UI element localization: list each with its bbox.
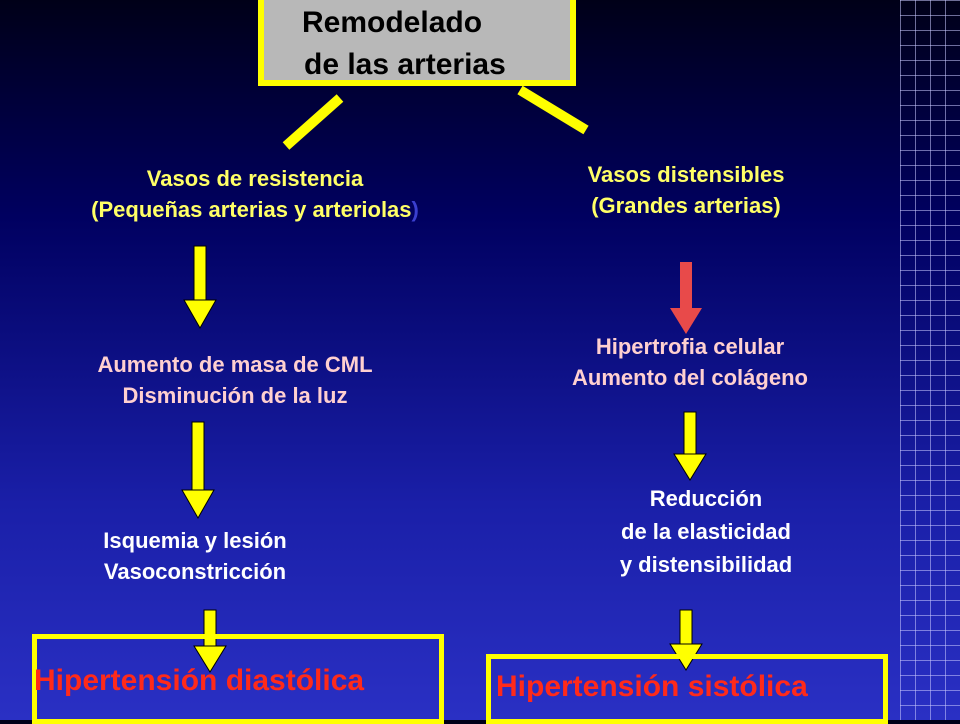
- right-step-1: Hipertrofia celular Aumento del colágeno: [500, 332, 880, 394]
- title-line-1: Remodelado: [302, 6, 483, 39]
- right-header-line-2: (Grandes arterias): [591, 192, 781, 218]
- connector-right: [517, 85, 589, 135]
- grid-decoration: [900, 0, 960, 720]
- left-result: Hipertensión diastólica: [34, 664, 365, 697]
- right-step-2-line-2: de la elasticidad: [621, 519, 791, 544]
- right-step-1-line-2: Aumento del colágeno: [572, 364, 808, 390]
- left-step-1-line-2: Disminución de la luz: [122, 382, 348, 408]
- left-step-2: Isquemia y lesión Vasoconstricción: [0, 526, 390, 588]
- right-step-2: Reducción de la elasticidad y distensibi…: [556, 482, 856, 581]
- left-header-line-1: Vasos de resistencia: [146, 166, 364, 191]
- connector-left: [282, 94, 344, 150]
- title-line-2: de las arterias: [304, 48, 506, 81]
- arrow-left-2: [181, 421, 215, 520]
- arrow-right-1: [670, 262, 702, 334]
- right-result: Hipertensión sistólica: [496, 670, 808, 703]
- left-header: Vasos de resistencia (Pequeñas arterias …: [0, 164, 510, 226]
- right-header-line-1: Vasos distensibles: [587, 162, 785, 187]
- right-step-1-line-1: Hipertrofia celular: [595, 334, 785, 359]
- title-box: Remodelado de las arterias: [258, 0, 576, 86]
- left-header-line-2: (Pequeñas arterias y arteriolas): [91, 196, 419, 222]
- left-step-2-line-2: Vasoconstricción: [103, 558, 287, 584]
- left-step-2-line-1: Isquemia y lesión: [103, 528, 287, 553]
- right-step-2-line-1: Reducción: [649, 486, 763, 511]
- right-header: Vasos distensibles (Grandes arterias): [536, 160, 836, 222]
- left-step-1-line-1: Aumento de masa de CML: [97, 352, 373, 377]
- arrow-right-2: [673, 411, 707, 481]
- left-step-1: Aumento de masa de CML Disminución de la…: [0, 350, 470, 412]
- arrow-left-1: [183, 245, 217, 330]
- right-step-2-line-3: y distensibilidad: [619, 552, 793, 577]
